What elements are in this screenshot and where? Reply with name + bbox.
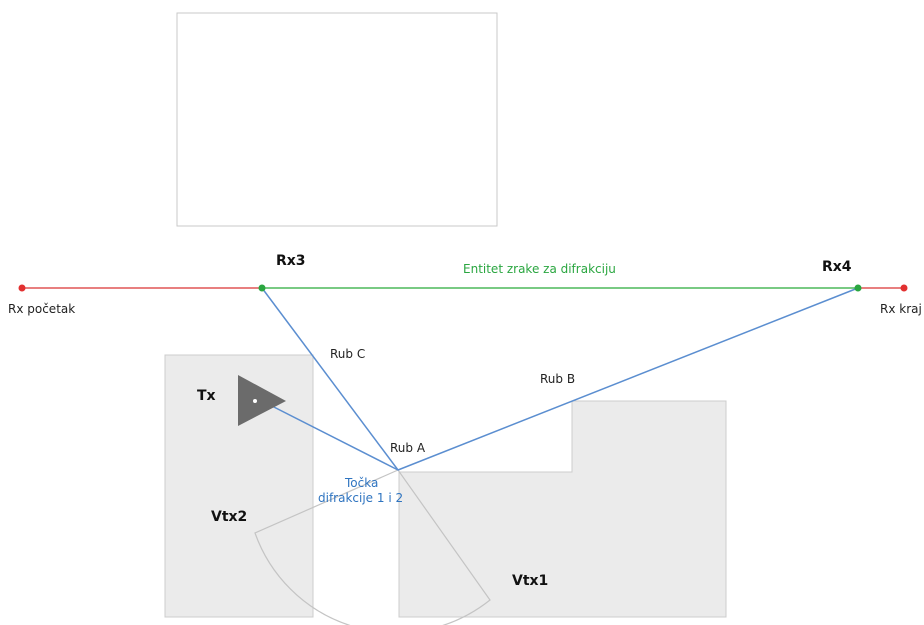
edge-c-label: Rub C [330,347,365,361]
edge-a-label: Rub A [390,441,426,455]
tx-label: Tx [197,388,216,404]
edge-b-ray [397,287,859,471]
rx-end-point [900,284,908,292]
diffraction-cone [254,469,491,625]
vtx1-label: Vtx1 [512,573,548,589]
rx-start-label: Rx početak [8,302,75,316]
ray-entity-label: Entitet zrake za difrakciju [463,262,616,276]
diffraction-label-line2: difrakcije 1 i 2 [318,491,403,505]
rx-start-point [18,284,26,292]
ray-tx-to-diffraction [263,401,399,471]
transmitter-center [253,399,257,403]
rx4-label: Rx4 [822,259,852,275]
rx3-point [258,284,266,292]
edge-c-ray [261,287,399,471]
top-building [176,12,498,227]
building-vtx1 [398,400,727,618]
rx3-label: Rx3 [276,253,306,269]
diffraction-label-line1: Točka [344,476,378,490]
rx4-point [854,284,862,292]
transmitter-icon [238,375,286,426]
rx-end-label: Rx kraj [880,302,922,316]
edge-b-label: Rub B [540,372,575,386]
vtx2-label: Vtx2 [211,509,247,525]
